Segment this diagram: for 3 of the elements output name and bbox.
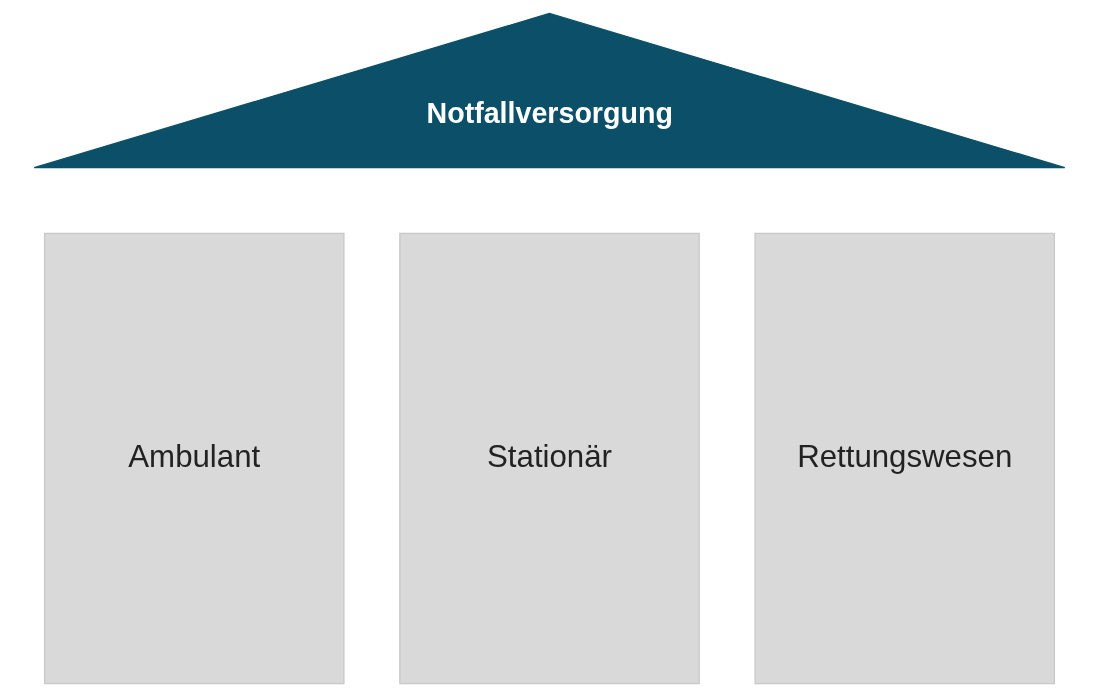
node-box: Stationär — [399, 232, 700, 685]
node-box: Ambulant — [43, 232, 345, 685]
node-box: Rettungswesen — [754, 232, 1056, 685]
